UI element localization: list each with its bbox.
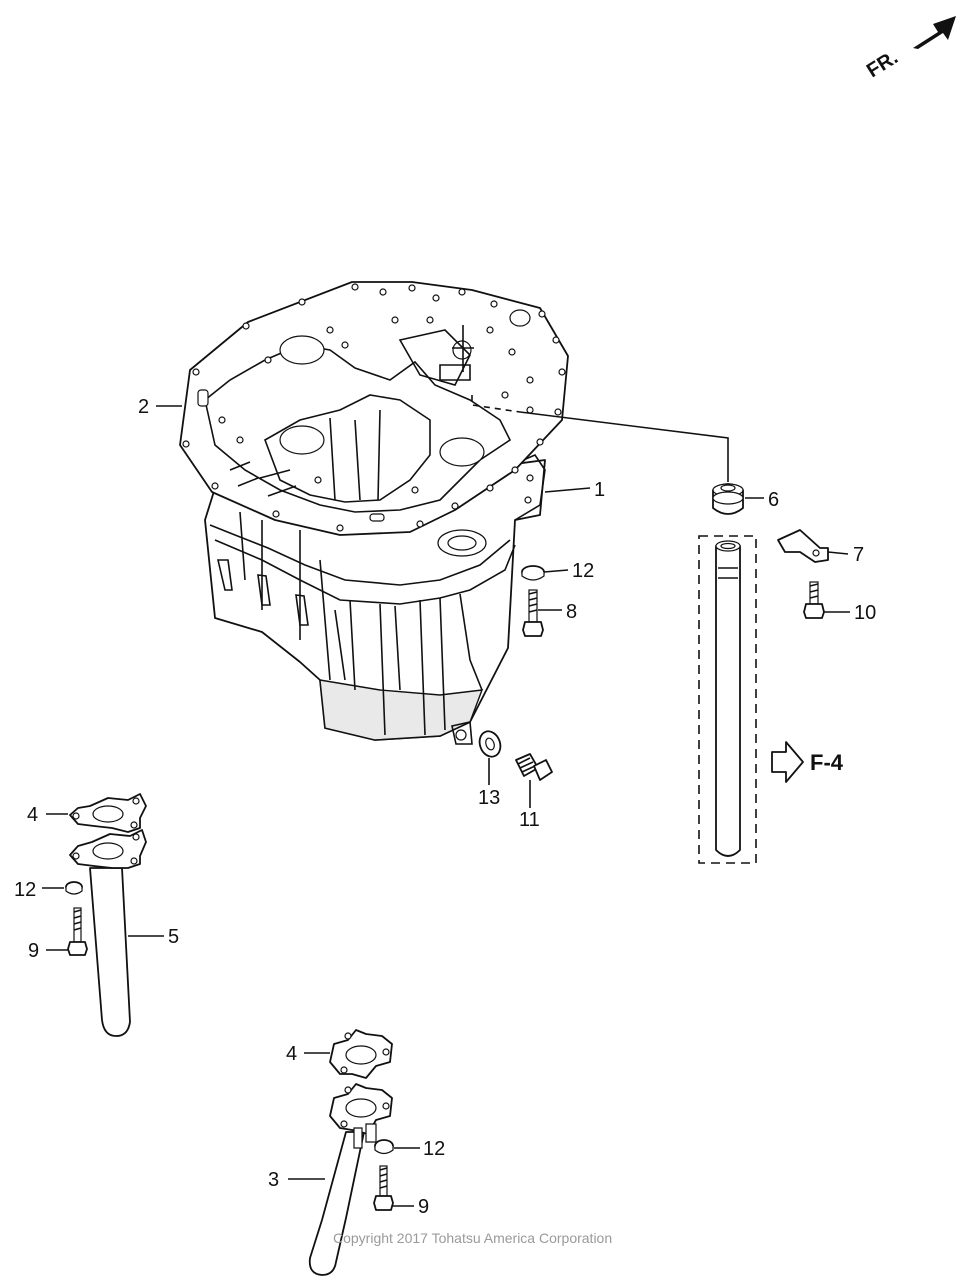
bolt-10 (803, 581, 825, 619)
grommet (712, 483, 744, 515)
copyright-notice: Copyright 2017 Tohatsu America Corporati… (333, 1230, 612, 1246)
bolt-9-left (67, 907, 88, 956)
bolt-8 (522, 589, 544, 637)
washer-12-lower (374, 1139, 394, 1155)
callout-5: 5 (168, 926, 179, 948)
bolt-9-lower (373, 1165, 394, 1211)
callout-2: 2 (138, 396, 149, 418)
callout-11: 11 (519, 809, 540, 831)
callout-6: 6 (768, 489, 779, 511)
oil-pan (204, 454, 546, 745)
reference-arrow[interactable]: F-4 (771, 741, 844, 783)
front-arrow-icon (913, 16, 956, 49)
leader-lines (42, 405, 850, 1207)
callout-4-lower: 4 (286, 1043, 297, 1065)
front-label: FR. (863, 47, 902, 83)
callout-9-left: 9 (28, 940, 39, 962)
callout-10: 10 (854, 602, 876, 624)
callout-13: 13 (478, 787, 500, 809)
gasket-4-lower (329, 1029, 393, 1079)
callout-8: 8 (566, 601, 577, 623)
callout-9-lower: 9 (418, 1196, 429, 1218)
clip (777, 529, 829, 563)
callout-3: 3 (268, 1169, 279, 1191)
callout-12-left: 12 (14, 879, 36, 901)
oil-pipe-5 (69, 829, 147, 1037)
washer-13 (478, 730, 502, 758)
dipstick-guide (698, 535, 757, 864)
oil-pipe-3 (308, 1083, 393, 1276)
gasket (179, 281, 569, 536)
drain-plug (515, 753, 553, 781)
washer-12-upper (521, 565, 545, 581)
callout-1: 1 (594, 479, 605, 501)
callout-4-upper: 4 (27, 804, 38, 826)
washer-12-left (65, 881, 83, 895)
front-direction-indicator: FR. (863, 16, 956, 82)
callout-12-upper: 12 (572, 560, 594, 582)
gasket-4-upper (69, 793, 147, 833)
reference-arrow-icon (771, 741, 804, 783)
callouts: 1 2 6 7 10 12 8 13 11 4 12 9 5 4 3 12 9 (14, 396, 876, 1218)
reference-label: F-4 (810, 750, 844, 775)
callout-7: 7 (853, 544, 864, 566)
callout-12-lower: 12 (423, 1138, 445, 1160)
